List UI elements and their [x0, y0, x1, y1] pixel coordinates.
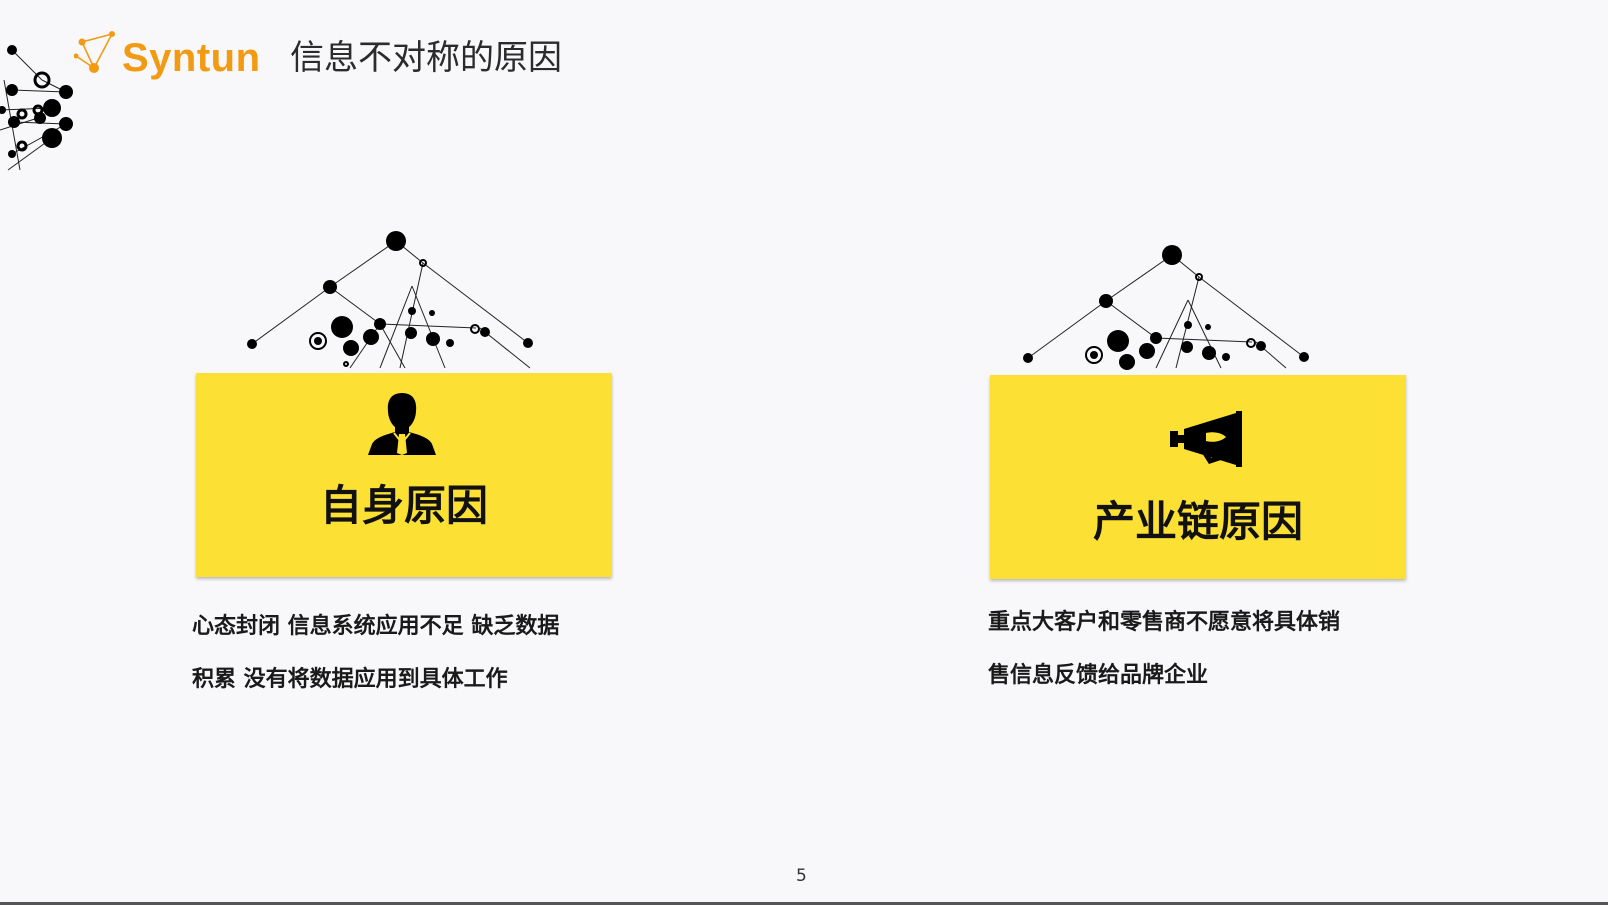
description-line: 心态封闭 信息系统应用不足 缺乏数据 [192, 614, 560, 639]
card-description-self: 心态封闭 信息系统应用不足 缺乏数据 积累 没有将数据应用到具体工作 [192, 600, 632, 706]
network-graphic-right [1023, 245, 1309, 370]
bottom-divider [0, 902, 1608, 905]
card-description-industry: 重点大客户和零售商不愿意将具体销 售信息反馈给品牌企业 [988, 596, 1428, 702]
network-graphic [0, 45, 73, 171]
logo-text: Syntun [122, 36, 261, 80]
card-title: 产业链原因 [1092, 497, 1303, 546]
page-number: 5 [796, 866, 807, 886]
description-line: 售信息反馈给品牌企业 [988, 663, 1209, 688]
megaphone-icon [1170, 411, 1242, 467]
card-industry-chain-reasons: 产业链原因 [990, 375, 1406, 579]
card-title: 自身原因 [319, 481, 488, 530]
logo-mark-icon [74, 31, 115, 73]
description-line: 重点大客户和零售商不愿意将具体销 [988, 610, 1341, 635]
network-graphic-left [247, 231, 533, 369]
slide-title: 信息不对称的原因 [290, 38, 562, 78]
card-self-reasons: 自身原因 [196, 373, 612, 577]
person-icon [368, 393, 436, 455]
description-line: 积累 没有将数据应用到具体工作 [192, 667, 508, 692]
